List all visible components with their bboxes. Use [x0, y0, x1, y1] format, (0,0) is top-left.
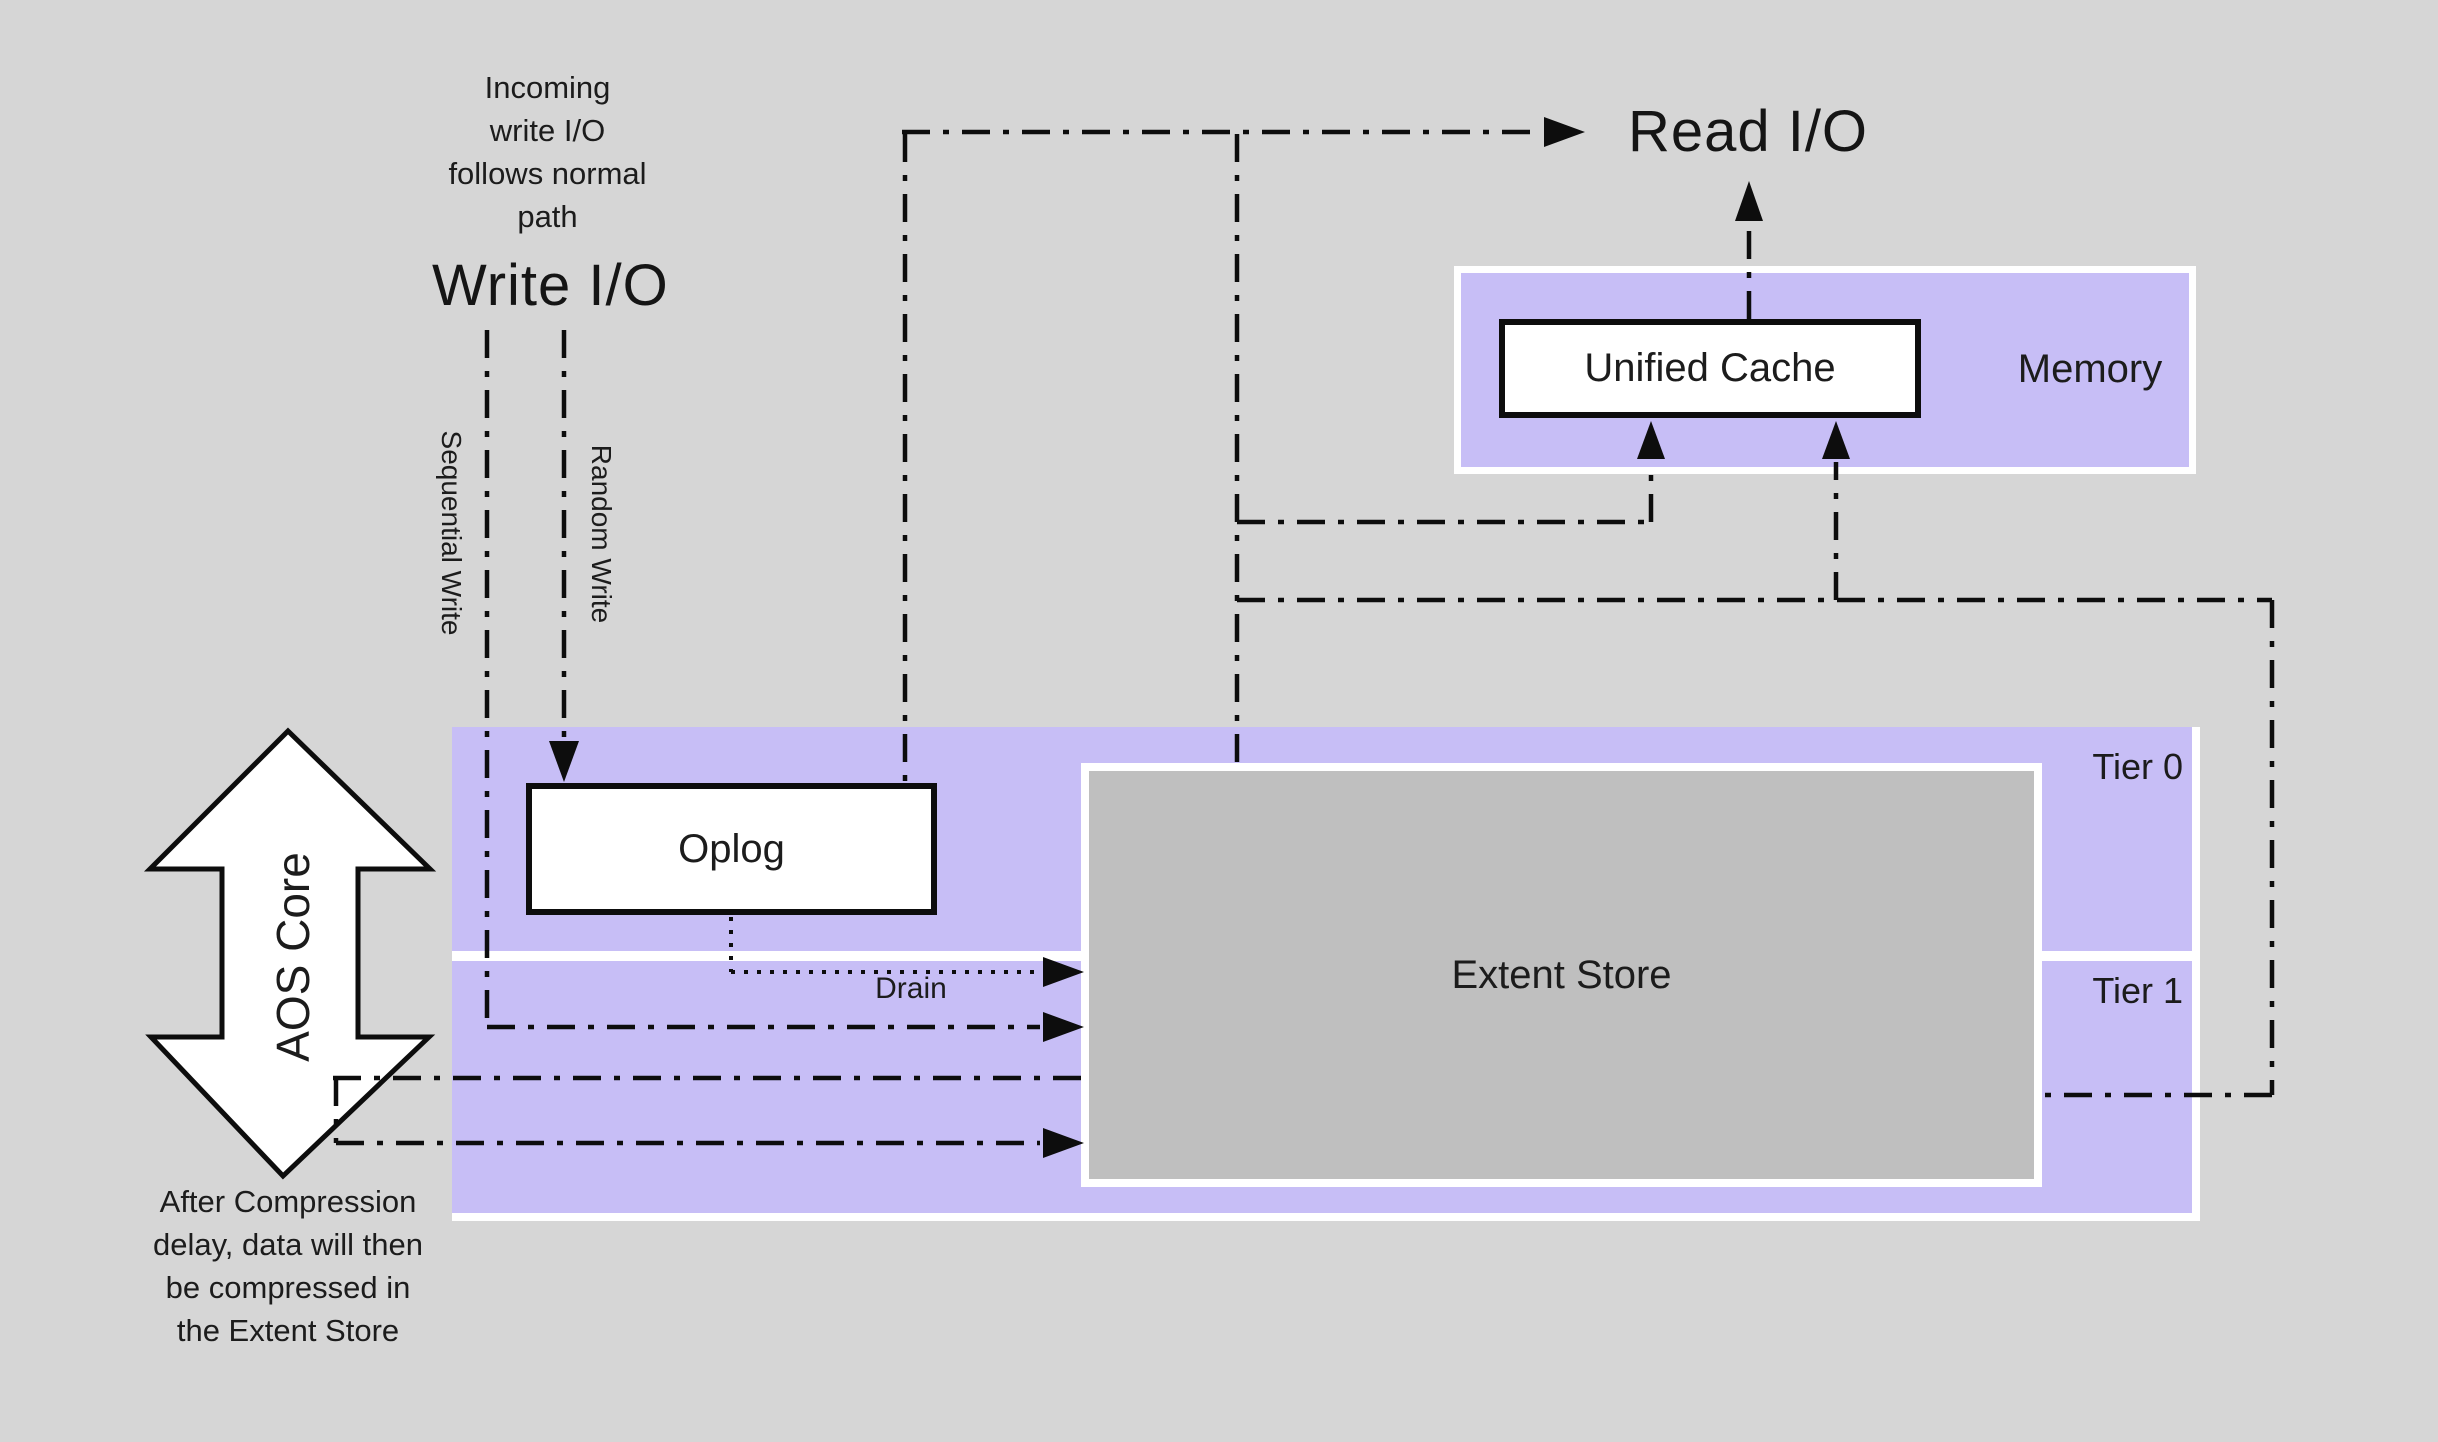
drain-label: Drain — [875, 972, 947, 1005]
unified-cache-label: Unified Cache — [1584, 346, 1836, 390]
read-io-title: Read I/O — [1627, 99, 1869, 164]
extent-store-box: Extent Store — [1081, 763, 2042, 1187]
memory-label: Memory — [2017, 347, 2163, 391]
incoming-write-note: Incoming write I/O follows normal path — [448, 70, 647, 234]
unified-cache-box: Unified Cache — [1499, 319, 1921, 418]
random-write-path — [549, 330, 579, 782]
oplog-label: Oplog — [678, 826, 785, 871]
extent-store-label: Extent Store — [1451, 952, 1672, 997]
random-write-label: Random Write — [586, 444, 617, 624]
compression-note: After Compression delay, data will then … — [153, 1184, 423, 1348]
tier1-label: Tier 1 — [2092, 970, 2183, 1011]
oplog-box: Oplog — [526, 783, 937, 915]
sequential-write-label: Sequential Write — [436, 430, 467, 636]
aos-core-label: AOS Core — [267, 852, 319, 1062]
write-io-title: Write I/O — [432, 253, 669, 318]
tier-container-bottom-border — [452, 1213, 2200, 1221]
tier-container-right-border — [2192, 727, 2200, 1221]
tier0-label: Tier 0 — [2092, 746, 2183, 787]
